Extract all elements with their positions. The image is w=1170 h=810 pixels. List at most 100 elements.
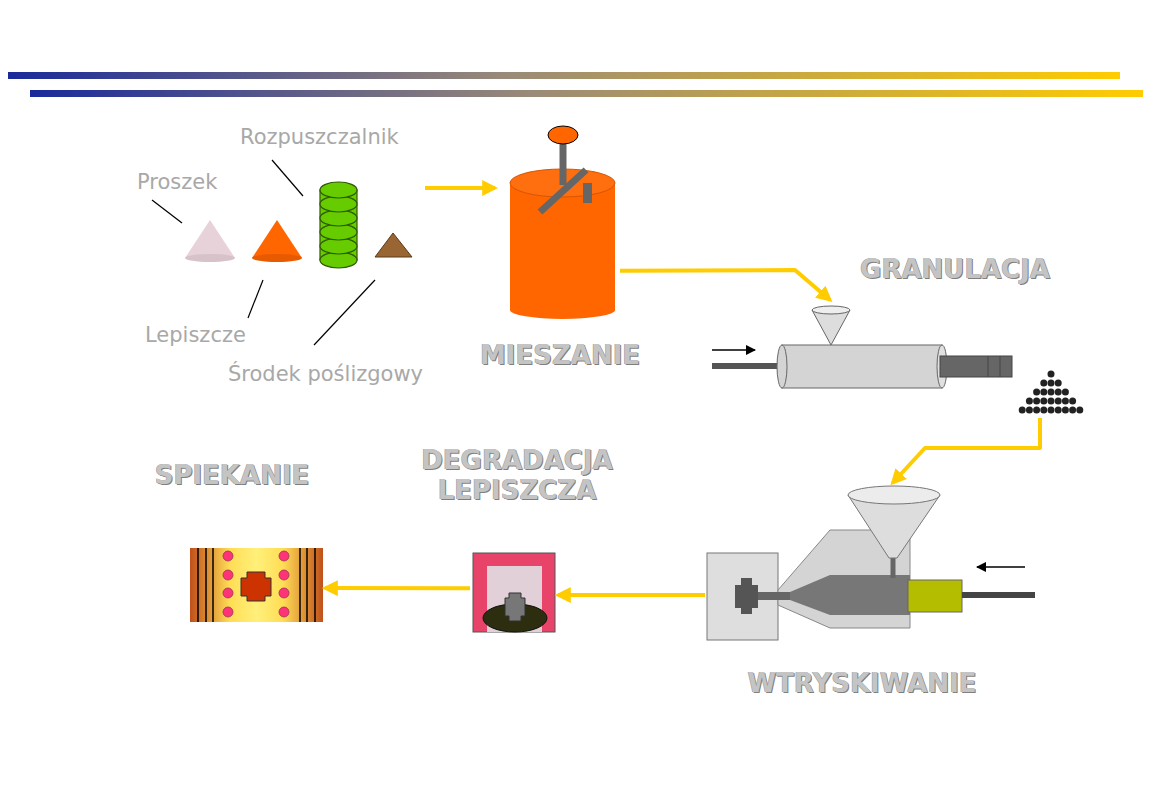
solvent-drums xyxy=(320,190,357,260)
injection-machine xyxy=(707,486,1035,640)
ingredient-cones xyxy=(185,254,235,262)
injection-machine xyxy=(735,578,758,614)
sintering-furnace xyxy=(279,551,289,561)
granule-pile xyxy=(1069,407,1076,414)
mixer-tank xyxy=(510,183,615,310)
granule-pile xyxy=(1048,389,1055,396)
injection-machine xyxy=(908,580,962,612)
flow-arrow xyxy=(425,188,495,189)
stage-label: GRANULACJA xyxy=(860,255,1050,285)
granule-pile xyxy=(1069,398,1076,405)
granule-pile xyxy=(1076,407,1083,414)
extruder xyxy=(812,310,850,345)
sintering-furnace xyxy=(223,551,233,561)
mixer-tank xyxy=(560,140,567,185)
sintering-furnace xyxy=(299,548,301,622)
sintering-furnace xyxy=(190,548,323,622)
header-bar xyxy=(8,72,1143,97)
sintering-furnace xyxy=(279,607,289,617)
leader-line xyxy=(248,280,263,318)
granule-pile xyxy=(1048,371,1055,378)
stage-label: SPIEKANIE xyxy=(155,461,310,491)
granule-pile xyxy=(1033,407,1040,414)
sintering-furnace xyxy=(190,548,323,622)
mixer-tank xyxy=(510,301,615,319)
ingredient-cones xyxy=(252,254,302,262)
ingredient-cones xyxy=(185,220,235,258)
process-stage: WTRYSKIWANIE xyxy=(705,483,1040,643)
granule-pile xyxy=(1040,398,1047,405)
debinding-oven xyxy=(473,553,555,632)
ingredient-cones xyxy=(185,220,412,262)
debinding-oven xyxy=(505,593,525,621)
granule-pile xyxy=(1055,398,1062,405)
stage-label: DEGRADACJA LEPISZCZA xyxy=(392,446,642,506)
extruder xyxy=(712,306,1012,388)
injection-machine xyxy=(758,592,790,600)
sintering-furnace xyxy=(223,607,233,617)
sintering-furnace xyxy=(198,548,315,622)
granule-pile xyxy=(1055,389,1062,396)
stage-label: WTRYSKIWANIE xyxy=(747,669,976,699)
granule-pile xyxy=(1062,407,1069,414)
leader-line xyxy=(152,200,182,223)
granule-pile xyxy=(1026,407,1033,414)
leader-line xyxy=(314,280,375,345)
extruder xyxy=(940,356,1012,377)
mixer-tank xyxy=(583,183,592,203)
ingredient-label: Proszek xyxy=(137,171,217,194)
extruder xyxy=(812,306,850,314)
ingredient-cones xyxy=(375,233,412,257)
extruder xyxy=(1000,356,1001,377)
injection-machine xyxy=(790,575,910,615)
header-bar xyxy=(30,90,1143,97)
flow-arrow xyxy=(893,418,1040,483)
granule-pile xyxy=(1033,398,1040,405)
granule-pile xyxy=(1019,371,1084,414)
flow-arrow xyxy=(425,186,495,190)
extruder xyxy=(988,356,989,377)
granule-pile xyxy=(1048,407,1055,414)
stage-label: MIESZANIE xyxy=(480,341,640,371)
granule-pile xyxy=(1040,389,1047,396)
leader-line xyxy=(272,160,303,196)
granule-pile xyxy=(1048,398,1055,405)
granule-pile xyxy=(1055,380,1062,387)
injection-machine xyxy=(977,566,1025,568)
granule-pile xyxy=(1019,407,1026,414)
granule-pile xyxy=(1048,380,1055,387)
sintering-furnace xyxy=(223,570,233,580)
extruder xyxy=(712,363,782,369)
sintering-furnace xyxy=(241,572,271,601)
debinding-oven xyxy=(473,553,555,632)
extruder xyxy=(782,345,942,388)
flow-arrow xyxy=(325,586,470,590)
granule-pile xyxy=(1055,407,1062,414)
sintering-furnace xyxy=(205,548,207,622)
process-stage: MIESZANIE xyxy=(505,125,620,315)
extruder xyxy=(777,345,787,388)
process-stage: SPIEKANIE xyxy=(188,546,325,624)
process-stage: GRANULACJA xyxy=(710,300,1085,418)
sintering-furnace xyxy=(306,548,308,622)
sintering-furnace xyxy=(197,548,199,622)
sintering-furnace xyxy=(279,588,289,598)
granule-pile xyxy=(1033,389,1040,396)
solvent-drums xyxy=(320,182,357,268)
process-stage: DEGRADACJA LEPISZCZA xyxy=(470,550,558,635)
flow-arrow xyxy=(558,593,705,597)
extruder xyxy=(712,349,755,351)
ingredient-label: Lepiszcze xyxy=(145,324,246,347)
granule-pile xyxy=(1062,389,1069,396)
sintering-furnace xyxy=(212,548,214,622)
sintering-furnace xyxy=(279,570,289,580)
mixer-tank xyxy=(510,126,615,319)
mixer-tank xyxy=(548,126,578,144)
header-bar xyxy=(8,72,1120,79)
granule-pile xyxy=(1062,398,1069,405)
ingredient-cones xyxy=(252,220,302,258)
